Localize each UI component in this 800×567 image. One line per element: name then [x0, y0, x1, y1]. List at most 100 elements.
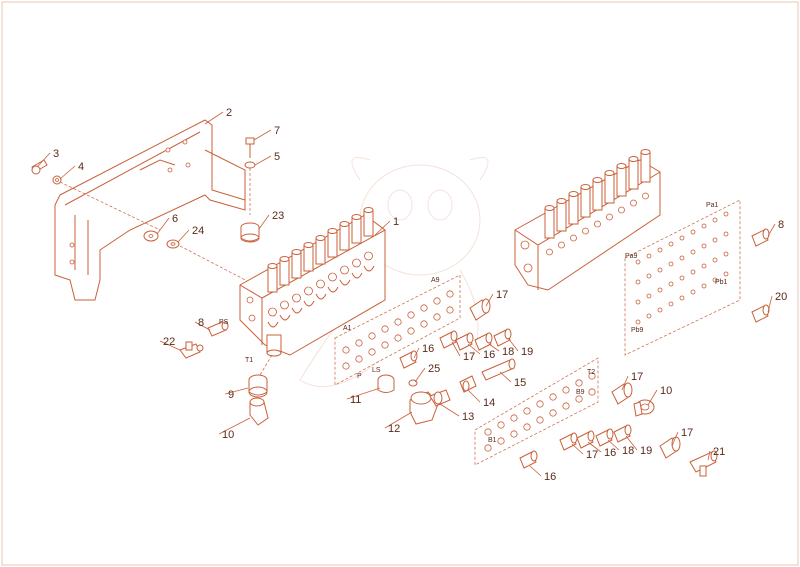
plateB-holes-hole — [575, 395, 583, 403]
valve-section-5 — [315, 237, 326, 265]
plateA-holes-hole — [446, 306, 454, 314]
part-label-p25: 25 — [428, 363, 440, 375]
work-port-4 — [304, 286, 313, 296]
spool-end-4 — [303, 300, 315, 307]
plateA-holes-hole — [433, 297, 441, 305]
part-label-p7: 7 — [274, 125, 280, 137]
spool-cap-3 — [291, 249, 302, 255]
leader-line-p20 — [767, 295, 773, 313]
rear-cap-1 — [544, 205, 555, 211]
rear-cap-8 — [628, 156, 639, 162]
rear-section-5 — [592, 179, 603, 211]
leader-line-p6 — [156, 217, 170, 235]
fitting-19-a — [493, 328, 512, 347]
valve-section-7 — [339, 223, 350, 251]
plateB-holes-hole — [549, 393, 557, 401]
plateP-holes-hole — [712, 257, 718, 263]
leader-line-p21 — [707, 450, 711, 461]
leader-line-p14 — [467, 389, 481, 403]
plateA-holes-hole — [368, 332, 376, 340]
plateP-holes-hole — [690, 289, 696, 295]
plateP-holes-hole — [635, 279, 641, 285]
plateB-holes-hole — [536, 416, 544, 424]
plateB-holes-hole — [484, 428, 492, 436]
spool-end-9 — [363, 265, 375, 272]
part-label-p14: 14 — [483, 397, 495, 409]
elbow-10-t1 — [249, 397, 269, 426]
part-label-p21: 21 — [713, 446, 725, 458]
leader-line-p15 — [499, 371, 512, 383]
rear-port-6 — [606, 213, 613, 221]
leader-line-p17b — [451, 341, 461, 357]
spool-cap-5 — [315, 235, 326, 241]
plateP-holes-hole — [712, 277, 718, 283]
port-label-b9: B9 — [576, 389, 585, 396]
rear-cap-5 — [592, 177, 603, 183]
plateP-holes-hole — [657, 247, 663, 253]
part-label-p17c: 17 — [631, 371, 643, 383]
rubber-mount-23 — [240, 222, 260, 243]
fitting-8-ps — [207, 321, 229, 337]
leader-line-p12 — [384, 411, 413, 429]
leader-line-p10a — [218, 417, 251, 435]
rear-cap-6 — [604, 170, 615, 176]
rear-cap-7 — [616, 163, 627, 169]
plateP-holes-hole — [668, 261, 674, 267]
plateB-holes-hole — [562, 386, 570, 394]
leader-line-p17c — [621, 375, 629, 391]
leader-line-p17a — [485, 293, 494, 307]
leader-line-p4 — [59, 165, 76, 180]
plateP-holes-hole — [635, 319, 641, 325]
plateP-holes-hole — [701, 223, 707, 229]
rear-port-1 — [546, 248, 553, 256]
spool-end-7 — [339, 279, 351, 286]
plateP-holes-hole — [712, 217, 718, 223]
work-port-1 — [268, 307, 277, 317]
plateP-holes-hole — [668, 281, 674, 287]
plateP-holes-hole — [723, 231, 729, 237]
valve-section-1 — [267, 265, 278, 293]
valve-section-8 — [351, 216, 362, 244]
valve-section-3 — [291, 251, 302, 279]
rear-section-9 — [640, 151, 651, 183]
part-label-p16a: 16 — [422, 343, 434, 355]
fitting-18-b — [595, 428, 614, 447]
spool-cap-6 — [327, 228, 338, 234]
leader-line-p18b — [607, 439, 620, 451]
plateP-holes-hole — [690, 229, 696, 235]
part-label-p10a: 10 — [222, 429, 234, 441]
plateA-holes-hole — [394, 318, 402, 326]
port-label-pa1: Pa1 — [706, 202, 719, 209]
plateA-holes-hole — [342, 346, 350, 354]
leader-line-p19b — [625, 435, 638, 451]
plateP-holes-hole — [657, 307, 663, 313]
part-label-p1: 1 — [393, 216, 399, 228]
rear-port-4 — [582, 227, 589, 235]
plateB-holes-hole — [575, 379, 583, 387]
part-label-p16d: 16 — [544, 471, 556, 483]
control-valve-1 — [239, 207, 386, 357]
work-port-5 — [316, 279, 325, 289]
plateP-holes-hole — [657, 267, 663, 273]
leader-line-p11 — [346, 387, 381, 400]
plateP-holes-hole — [635, 259, 641, 265]
leader-line-p17d — [571, 443, 584, 455]
leader-line-p16c — [587, 441, 602, 453]
plateA-holes-hole — [446, 290, 454, 298]
plateB-holes-hole — [484, 444, 492, 452]
rear-section-7 — [616, 165, 627, 197]
part-label-p18a: 18 — [502, 346, 514, 358]
port-label-pb1: Pb1 — [715, 279, 728, 286]
leader-line-p13 — [439, 403, 460, 417]
plateP-holes-hole — [679, 255, 685, 261]
leader-line-p18a — [488, 343, 500, 352]
spool-cap-9 — [363, 207, 374, 213]
plateP-holes-hole — [646, 293, 652, 299]
plateA-holes-hole — [420, 320, 428, 328]
leader-line-p19a — [507, 337, 519, 352]
spool-cap-2 — [279, 256, 290, 262]
elbow-22 — [179, 341, 204, 359]
leader-line-p16d — [529, 465, 542, 477]
part-label-p15: 15 — [514, 377, 526, 389]
